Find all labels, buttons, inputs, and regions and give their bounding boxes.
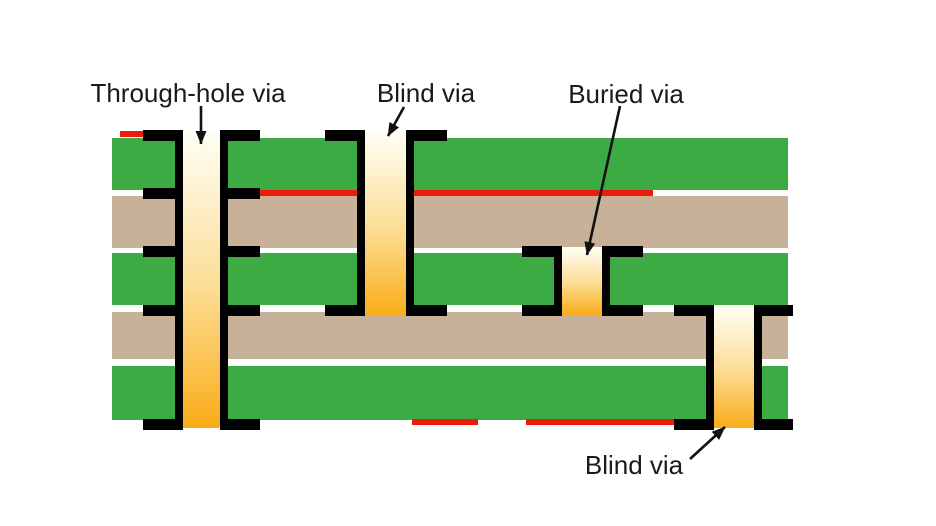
via-pad: [522, 305, 562, 316]
via-pad: [220, 419, 260, 430]
via-pad: [674, 305, 714, 316]
via-pad: [325, 130, 365, 141]
layer-green-2: [414, 253, 554, 305]
through-hole-via-wall: [175, 130, 183, 430]
via-pad: [220, 246, 260, 257]
copper-trace: [120, 131, 145, 137]
via-pad: [406, 130, 447, 141]
through-hole-via-wall: [220, 130, 228, 430]
via-pad: [406, 305, 447, 316]
via-pad: [602, 305, 643, 316]
layer-green-1: [414, 138, 788, 190]
via-pad: [674, 419, 714, 430]
layer-green-1: [228, 138, 357, 190]
layer-substrate-1: [228, 196, 357, 248]
layer-green-3: [762, 366, 788, 420]
label-blind-via-bottom: Blind via: [584, 450, 684, 480]
blind-via-top-wall: [406, 130, 414, 316]
copper-trace: [414, 190, 653, 196]
blind-via-bottom-wall: [754, 305, 762, 430]
layer-substrate-1: [414, 196, 788, 248]
via-pad: [143, 419, 183, 430]
via-pad: [325, 305, 365, 316]
blind-via-top-barrel: [365, 132, 406, 316]
copper-trace: [260, 190, 357, 196]
layer-substrate-2: [228, 312, 706, 359]
via-pad: [143, 188, 183, 199]
label-buried-via: Buried via: [568, 79, 684, 109]
through-hole-via-barrel: [183, 132, 220, 428]
layer-green-2: [228, 253, 357, 305]
buried-via-wall: [602, 246, 610, 316]
via-pad: [754, 305, 793, 316]
via-pad: [143, 305, 183, 316]
layer-green-3: [112, 366, 175, 420]
via-pad: [220, 188, 260, 199]
buried-via-wall: [554, 246, 562, 316]
via-pad: [220, 130, 260, 141]
via-pad: [522, 246, 562, 257]
copper-trace: [526, 419, 674, 425]
layer-substrate-1: [112, 196, 175, 248]
via-pad: [754, 419, 793, 430]
blind-via-top-wall: [357, 130, 365, 316]
layer-substrate-2: [112, 312, 175, 359]
blind-via-bottom-barrel: [714, 306, 754, 428]
label-through-hole-via: Through-hole via: [90, 78, 286, 108]
copper-trace: [412, 419, 478, 425]
label-blind-via-top: Blind via: [376, 78, 476, 108]
blind-via-bottom-arrow: [689, 426, 726, 460]
layer-green-2: [610, 253, 788, 305]
via-pad: [602, 246, 643, 257]
buried-via-barrel: [562, 247, 602, 315]
layer-green-1: [112, 138, 175, 190]
via-pad: [220, 305, 260, 316]
blind-via-bottom-wall: [706, 305, 714, 430]
layer-green-2: [112, 253, 175, 305]
via-pad: [143, 130, 183, 141]
layer-substrate-2: [762, 312, 788, 359]
layer-green-3: [228, 366, 706, 420]
via-pad: [143, 246, 183, 257]
